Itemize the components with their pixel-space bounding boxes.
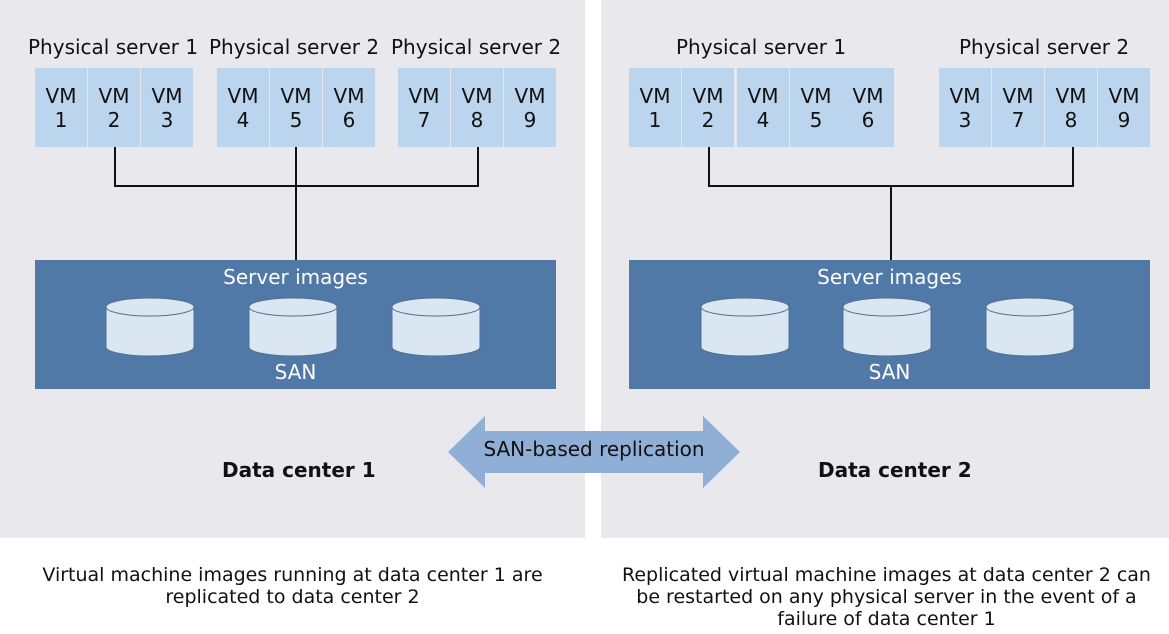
- dc1-connector-vm5: [295, 147, 297, 260]
- dc1-vm-5: VM 5: [270, 68, 322, 147]
- dc2-server1-label: Physical server 1: [676, 35, 847, 59]
- dc2-vm-2: VM 2: [682, 68, 734, 147]
- dc2-connector-trunk: [890, 185, 892, 260]
- dc1-disk-3: [391, 297, 481, 357]
- dc1-connector-vm8: [477, 147, 479, 187]
- dc2-vm-5: VM 5: [790, 68, 842, 147]
- dc2-vm-4: VM 4: [737, 68, 789, 147]
- dc1-server3-label: Physical server 2: [391, 35, 562, 59]
- datacenter1-panel: Physical server 1 Physical server 2 Phys…: [0, 0, 585, 538]
- dc1-server2-label: Physical server 2: [209, 35, 380, 59]
- dc2-vm-9: VM 9: [1098, 68, 1150, 147]
- dc1-connector-bus: [114, 185, 479, 187]
- dc2-vm-7: VM 7: [992, 68, 1044, 147]
- dc1-vm-4: VM 4: [217, 68, 269, 147]
- dc1-caption: Virtual machine images running at data c…: [42, 564, 543, 608]
- dc1-disk-1: [105, 297, 195, 357]
- dc2-san-label: SAN: [868, 360, 911, 384]
- dc2-san: Server images SAN: [629, 260, 1150, 389]
- dc2-connector-vm8: [1072, 147, 1074, 187]
- dc1-disk-2: [248, 297, 338, 357]
- dc2-disk-3: [985, 297, 1075, 357]
- dc2-vm-6: VM 6: [842, 68, 894, 147]
- dc2-caption: Replicated virtual machine images at dat…: [622, 564, 1151, 630]
- dc2-label: Data center 2: [818, 458, 972, 482]
- dc2-connector-bus: [708, 185, 1074, 187]
- dc1-vm-1: VM 1: [35, 68, 87, 147]
- replication-arrow: [448, 416, 740, 488]
- dc1-vm-2: VM 2: [88, 68, 140, 147]
- dc1-connector-vm2: [114, 147, 116, 187]
- dc1-vm-8: VM 8: [451, 68, 503, 147]
- dc2-vm-3: VM 3: [939, 68, 991, 147]
- dc2-disk-2: [842, 297, 932, 357]
- dc2-vm-8: VM 8: [1045, 68, 1097, 147]
- replication-label: SAN-based replication: [483, 437, 705, 461]
- dc1-label: Data center 1: [222, 458, 376, 482]
- dc2-vm-1: VM 1: [629, 68, 681, 147]
- dc1-vm-7: VM 7: [398, 68, 450, 147]
- dc1-vm-6: VM 6: [323, 68, 375, 147]
- dc1-san-title: Server images: [223, 265, 368, 289]
- dc2-server2-label: Physical server 2: [959, 35, 1130, 59]
- dc2-connector-vm2: [708, 147, 710, 187]
- dc2-san-title: Server images: [817, 265, 962, 289]
- dc1-san: Server images SAN: [35, 260, 556, 389]
- dc1-vm-9: VM 9: [504, 68, 556, 147]
- dc2-disk-1: [700, 297, 790, 357]
- dc1-vm-3: VM 3: [141, 68, 193, 147]
- dc1-server1-label: Physical server 1: [28, 35, 199, 59]
- dc1-san-label: SAN: [274, 360, 317, 384]
